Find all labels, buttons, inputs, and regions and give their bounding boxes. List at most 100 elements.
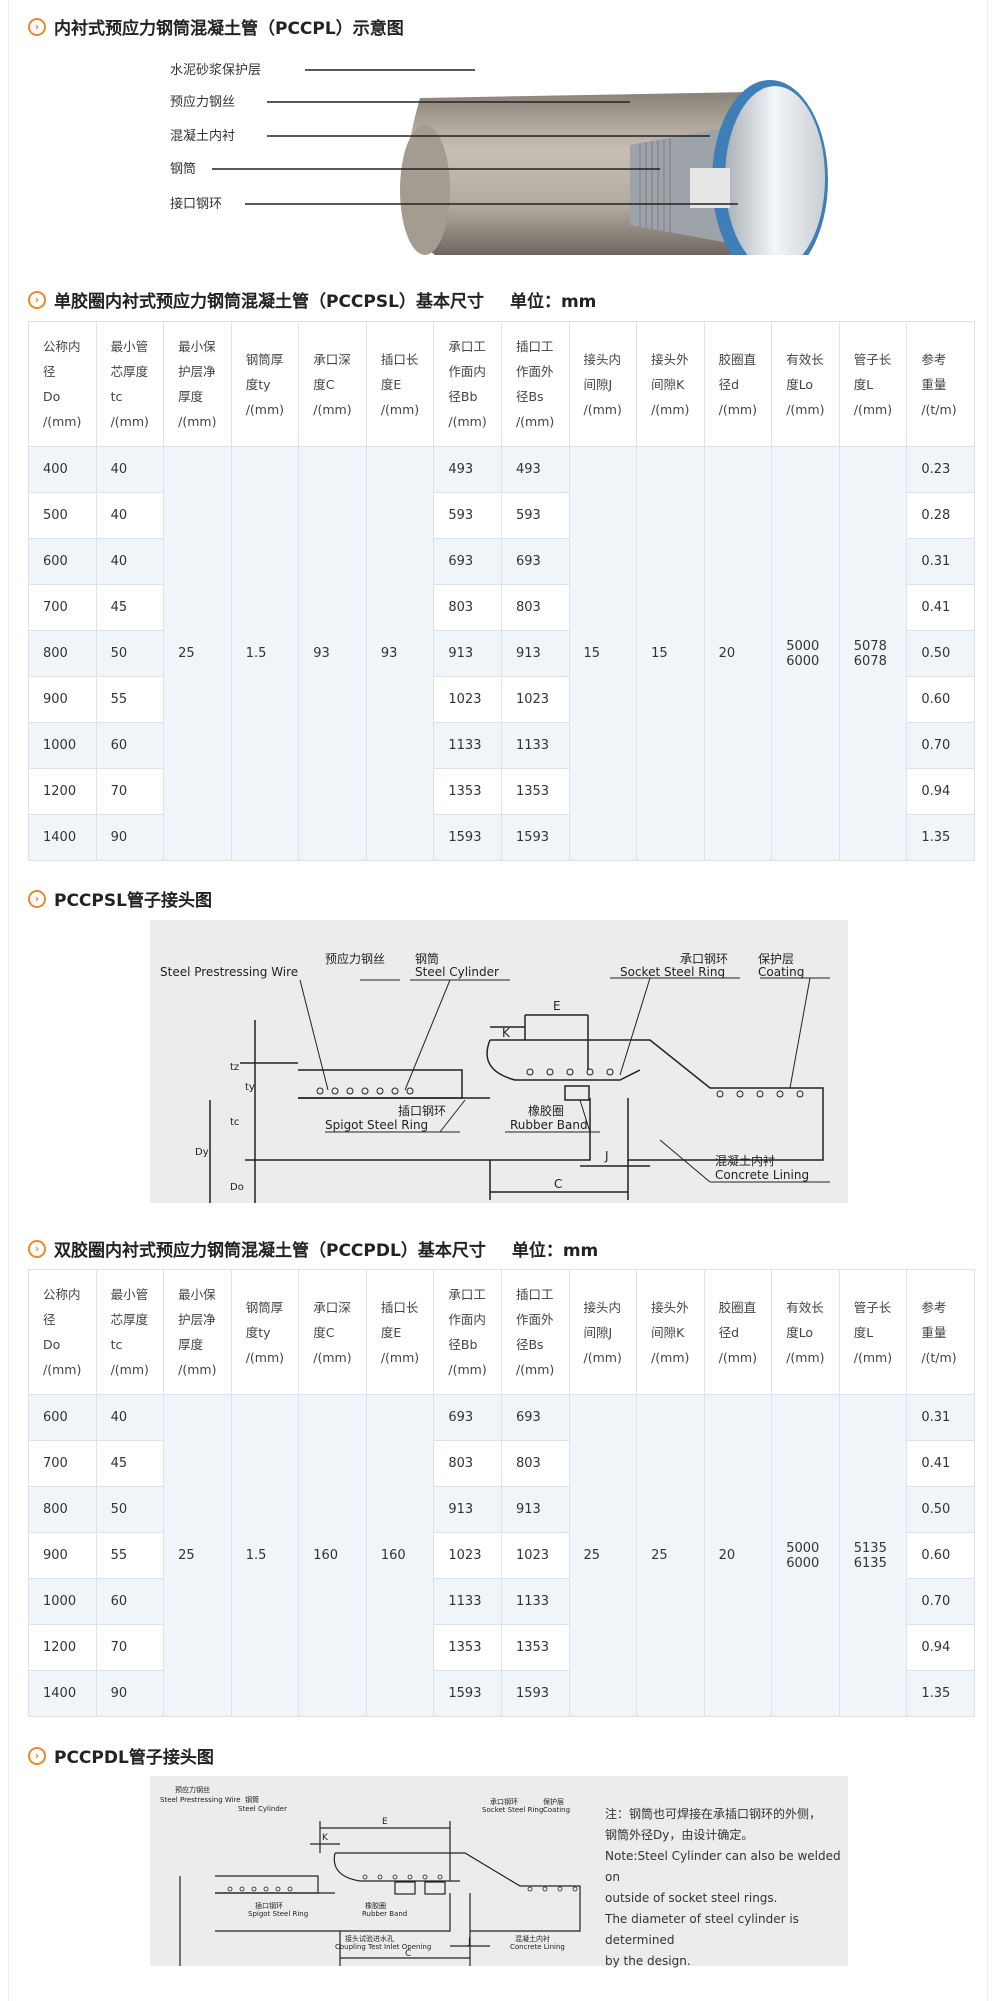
cell-socket-inner-diameter: 693 bbox=[433, 538, 502, 585]
column-header-line: /(mm) bbox=[651, 401, 690, 417]
dim-tz: tz bbox=[230, 1062, 239, 1073]
label-wire-cn: 预应力钢丝 bbox=[175, 1785, 210, 1794]
column-header-line: 径Bb bbox=[448, 389, 478, 404]
column-header-line: 作面内 bbox=[448, 364, 486, 379]
label-test-en: Coupling Test Inlet Opening bbox=[335, 1943, 431, 1951]
label-coat-cn: 保护层 bbox=[543, 1797, 564, 1806]
column-header: 承口深度C/(mm) bbox=[298, 321, 367, 447]
label-lining-en: Concrete Lining bbox=[715, 1168, 809, 1182]
cell-nominal-diameter: 700 bbox=[28, 584, 97, 631]
column-header-line: 管子长 bbox=[853, 351, 892, 367]
cell-core-thickness: 45 bbox=[95, 1440, 165, 1487]
section-title-text: PCCPSL管子接头图 bbox=[54, 891, 212, 911]
cell-weight: 0.41 bbox=[906, 1440, 975, 1487]
column-header-line: 径 bbox=[43, 364, 56, 379]
note-line: The diameter of steel cylinder is determ… bbox=[605, 1912, 799, 1947]
column-header-line: /(mm) bbox=[43, 414, 82, 429]
column-header: 管子长度L/(mm) bbox=[838, 321, 908, 447]
column-header-line: /(mm) bbox=[651, 1349, 690, 1365]
column-header: 插口工作面外径Bs/(mm) bbox=[500, 321, 570, 447]
label-spigot-en: Spigot Steel Ring bbox=[248, 1910, 308, 1918]
cell-cover-thickness: 25 bbox=[163, 1394, 232, 1717]
label-concrete-lining: 混凝土内衬 bbox=[170, 128, 235, 144]
note-line: Note:Steel Cylinder can also be welded o… bbox=[605, 1849, 841, 1884]
column-header-line: 重量 bbox=[921, 376, 947, 392]
column-header-line: /(mm) bbox=[718, 401, 757, 417]
column-header-line: /(t/m) bbox=[921, 401, 957, 417]
cell-spigot-outer-diameter: 913 bbox=[500, 1486, 570, 1533]
column-header-line: tc bbox=[110, 1337, 123, 1352]
cell-spigot-outer-diameter: 1593 bbox=[500, 814, 570, 861]
cell-core-thickness: 40 bbox=[95, 492, 165, 539]
column-header-line: 间隙J bbox=[583, 1324, 613, 1340]
chevron-right-icon: › bbox=[28, 17, 46, 36]
column-header-line: 度L bbox=[853, 376, 874, 392]
label-spigot-en: Spigot Steel Ring bbox=[325, 1118, 428, 1132]
cell-spigot-outer-diameter: 1133 bbox=[500, 1578, 570, 1625]
cell-core-thickness: 60 bbox=[95, 1578, 165, 1625]
column-header-line: 厚度 bbox=[178, 389, 204, 404]
column-header-line: 作面外 bbox=[515, 364, 554, 379]
column-header-line: 插口工 bbox=[515, 1287, 554, 1302]
dim-tc: tc bbox=[230, 1117, 239, 1128]
column-header-line: 径d bbox=[718, 376, 740, 392]
cell-nominal-diameter: 400 bbox=[28, 446, 97, 493]
cell-socket-inner-diameter: 803 bbox=[433, 584, 502, 631]
cell-effective-length-line: 5000 bbox=[786, 638, 820, 654]
cell-core-thickness: 40 bbox=[95, 538, 165, 585]
column-header-line: 胶圈直 bbox=[718, 351, 757, 367]
cell-weight: 0.28 bbox=[906, 492, 975, 539]
unit-label: 单位：mm bbox=[509, 292, 597, 312]
label-cyl-en: Steel Cylinder bbox=[238, 1805, 287, 1813]
cell-cylinder-thickness: 1.5 bbox=[230, 1394, 300, 1717]
cell-core-thickness: 50 bbox=[95, 630, 165, 677]
column-header: 有效长度Lo/(mm) bbox=[771, 321, 840, 447]
cell-spigot-length: 160 bbox=[365, 1394, 435, 1717]
label-cyl-cn: 钢筒 bbox=[245, 1795, 259, 1804]
cell-socket-inner-diameter: 1023 bbox=[433, 676, 502, 723]
column-header-line: 接头内 bbox=[583, 351, 622, 367]
column-header-line: /(mm) bbox=[718, 1349, 757, 1365]
column-header-line: 重量 bbox=[921, 1324, 947, 1340]
column-header-line: /(mm) bbox=[786, 1349, 825, 1365]
column-header-line: 管子长 bbox=[853, 1299, 892, 1315]
column-header: 承口工作面内径Bb/(mm) bbox=[433, 1269, 502, 1395]
cell-effective-length-line: 5000 bbox=[786, 1540, 820, 1556]
cell-effective-length-line: 6000 bbox=[786, 1555, 820, 1571]
column-header-line: /(mm) bbox=[448, 414, 487, 429]
cell-nominal-diameter: 900 bbox=[28, 1532, 97, 1579]
cell-socket-depth: 160 bbox=[298, 1394, 367, 1717]
cell-nominal-diameter: 1400 bbox=[28, 1670, 97, 1717]
section-title-text: PCCPDL管子接头图 bbox=[54, 1748, 214, 1768]
cell-core-thickness: 40 bbox=[95, 446, 165, 493]
cell-spigot-outer-diameter: 1023 bbox=[500, 676, 570, 723]
pipe-end bbox=[400, 125, 450, 255]
cell-weight: 1.35 bbox=[906, 814, 975, 861]
column-header-line: 度E bbox=[380, 376, 402, 392]
label-cyl-en: Steel Cylinder bbox=[415, 965, 499, 979]
column-header: 最小保护层净厚度/(mm) bbox=[163, 1269, 232, 1395]
column-header-line: /(mm) bbox=[110, 414, 149, 429]
cell-gasket-diameter: 20 bbox=[703, 1394, 773, 1717]
label-lining-en: Concrete Lining bbox=[510, 1943, 565, 1951]
column-header-line: tc bbox=[110, 389, 123, 404]
label-socket-en: Socket Steel Ring bbox=[620, 965, 725, 979]
cell-weight: 0.31 bbox=[906, 538, 975, 585]
cell-weight: 0.70 bbox=[906, 1578, 975, 1625]
column-header: 参考重量/(t/m) bbox=[906, 321, 975, 447]
cell-inner-gap: 15 bbox=[568, 446, 638, 861]
pccpsl-joint-diagram: 预应力钢丝 Steel Prestressing Wire 钢筒 Steel C… bbox=[150, 920, 848, 1203]
cell-core-thickness: 60 bbox=[95, 722, 165, 769]
section-title-pccpdl-joint: › PCCPDL管子接头图 bbox=[28, 1743, 214, 1768]
column-header: 胶圈直径d/(mm) bbox=[703, 1269, 773, 1395]
